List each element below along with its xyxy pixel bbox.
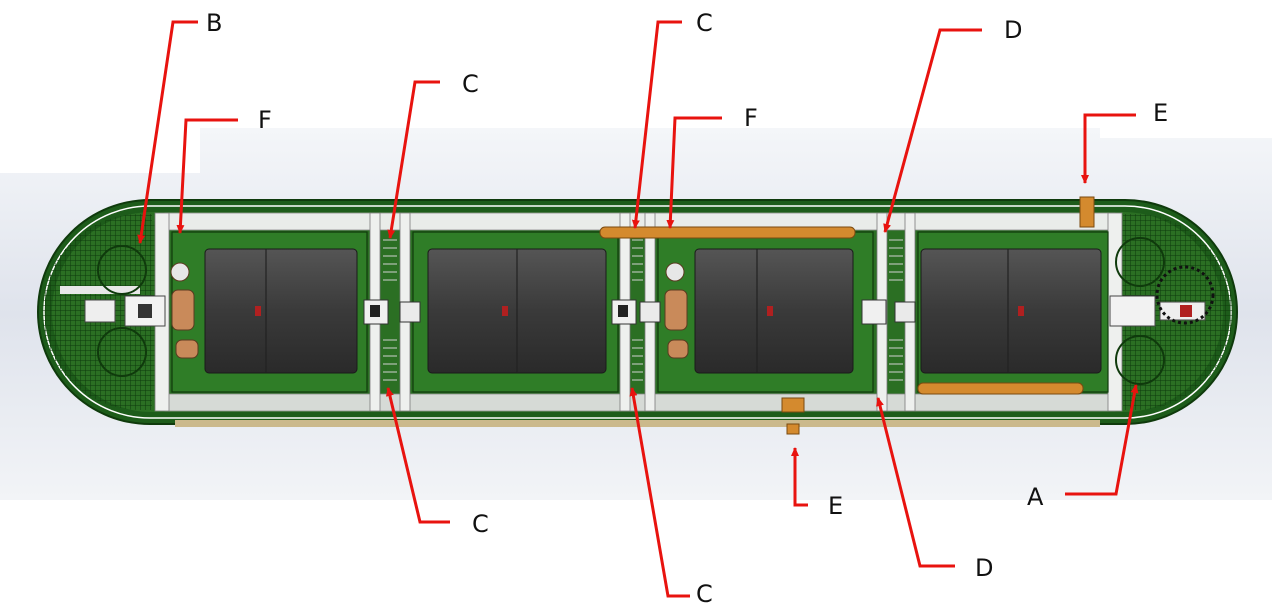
callout-f-left — [176, 118, 238, 234]
callout-c-bottom-center — [629, 387, 690, 598]
pipes — [599, 196, 1095, 435]
callouts — [137, 20, 1139, 598]
drum-4 — [920, 248, 1102, 374]
label-d-top: D — [1004, 16, 1023, 44]
callout-d-top — [883, 28, 982, 233]
label-a: A — [1027, 483, 1044, 511]
label-c-top-center: C — [696, 9, 713, 37]
label-b: B — [206, 9, 223, 37]
callout-d-bottom — [876, 397, 955, 568]
callout-c-top-center — [631, 20, 682, 229]
drive-mechanisms — [60, 237, 1215, 385]
drums — [204, 248, 1102, 374]
coils — [170, 262, 689, 359]
callout-c-bottom-left — [385, 387, 450, 524]
label-c-bottom-left: C — [472, 510, 489, 538]
label-f-left: F — [258, 106, 272, 134]
label-c-bottom-center: C — [696, 580, 713, 608]
drum-1 — [204, 248, 358, 374]
callout-a — [1065, 384, 1139, 496]
drum-3 — [694, 248, 854, 374]
callout-f-center — [666, 116, 722, 229]
callout-c-top-left — [387, 80, 440, 239]
label-c-top-left: C — [462, 70, 479, 98]
label-d-bottom: D — [975, 554, 994, 582]
label-e-top: E — [1153, 99, 1169, 127]
callout-e-bottom — [791, 447, 808, 507]
label-f-center: F — [744, 104, 758, 132]
callout-e-top — [1081, 113, 1136, 184]
slats — [383, 239, 903, 381]
callout-b — [137, 20, 198, 244]
label-e-bottom: E — [828, 492, 844, 520]
